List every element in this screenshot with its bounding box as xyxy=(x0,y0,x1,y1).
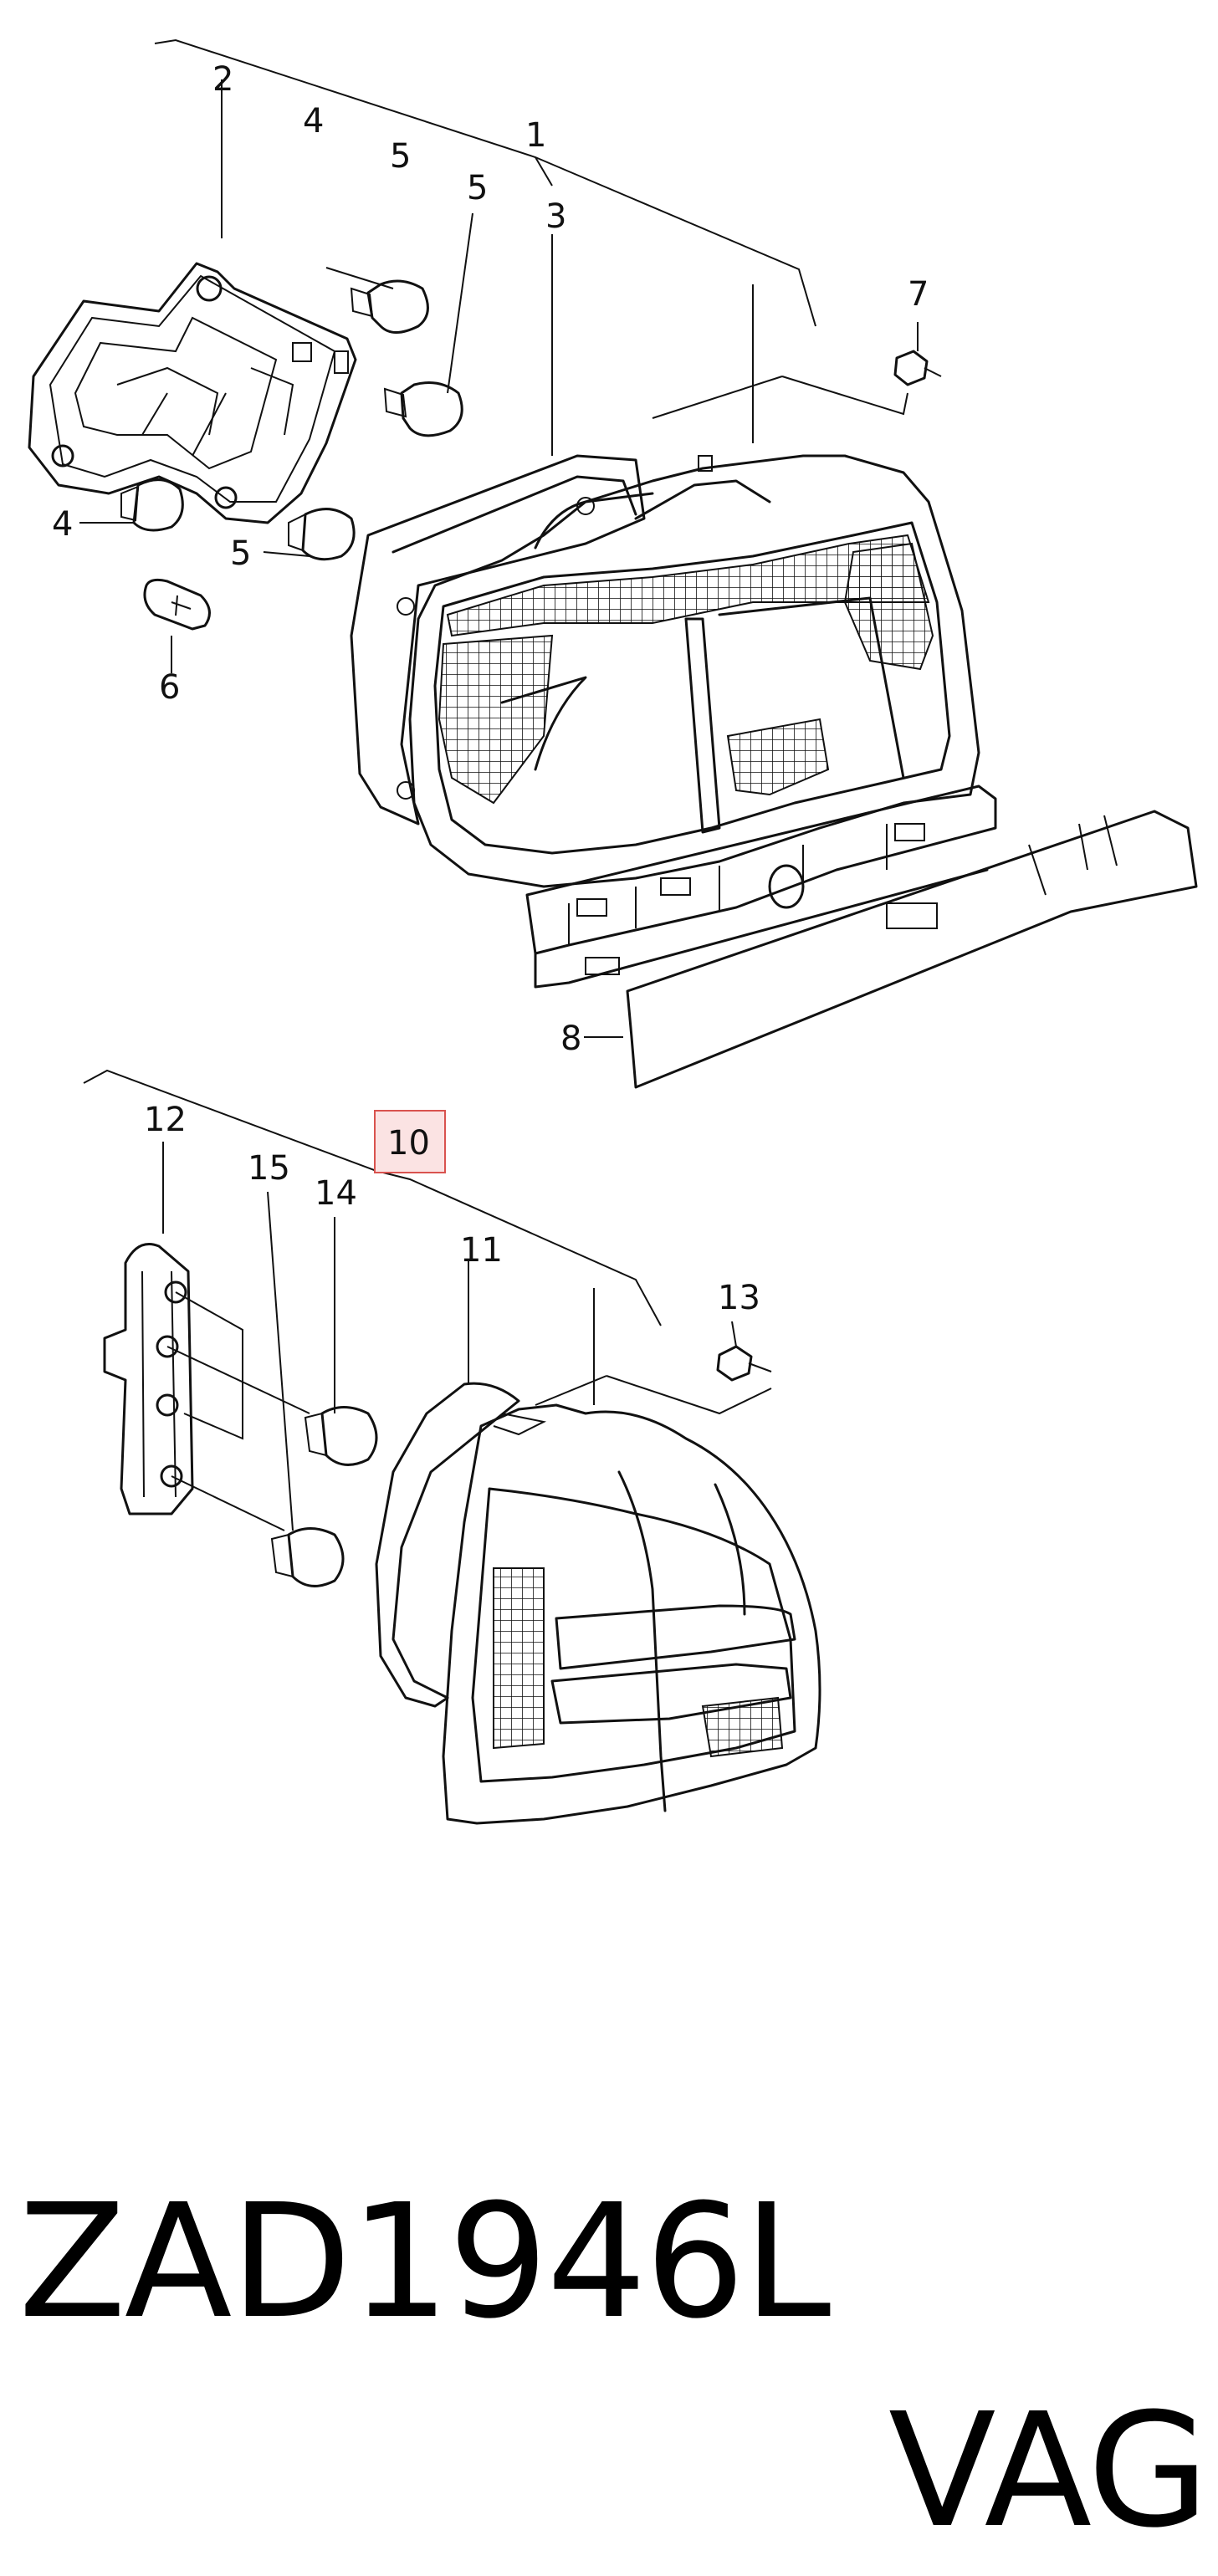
gasket-11 xyxy=(375,1382,520,1708)
lower-assembly: 12 15 14 10 11 13 xyxy=(83,1069,821,1825)
upper-callouts: 2 4 5 5 1 3 7 4 5 6 8 xyxy=(52,60,929,1058)
callout-14: 14 xyxy=(315,1174,357,1213)
callout-5-left: 5 xyxy=(390,137,411,176)
callout-4-bottom: 4 xyxy=(52,505,73,544)
part-caption: ZAD1946L VAG xyxy=(0,1949,1218,2563)
callout-1: 1 xyxy=(525,116,546,155)
trim-strip-8 xyxy=(626,810,1198,1089)
upper-assembly: 2 4 5 5 1 3 7 4 5 6 8 xyxy=(28,38,1198,1089)
mounting-rail xyxy=(525,785,997,989)
bulb-lower-15 xyxy=(270,1527,345,1587)
callout-12: 12 xyxy=(144,1101,187,1139)
brand-name: VAG xyxy=(888,2379,1210,2563)
callout-3: 3 xyxy=(545,197,566,236)
nut-7 xyxy=(893,350,942,386)
lower-bracket-line xyxy=(83,1069,662,1326)
bulb-lower-14 xyxy=(304,1406,378,1466)
callout-11: 11 xyxy=(460,1231,503,1270)
part-number: ZAD1946L xyxy=(18,2170,831,2354)
callout-6: 6 xyxy=(159,668,180,707)
callout-2: 2 xyxy=(212,60,233,99)
bulb-upper-6 xyxy=(143,578,211,631)
lower-callouts: 12 15 14 10 11 13 xyxy=(144,1101,760,1317)
tail-lamp-lower xyxy=(442,1403,821,1825)
bulb-upper-5a xyxy=(350,279,429,334)
callout-4-top: 4 xyxy=(303,102,324,141)
exploded-parts-diagram: 2 4 5 5 1 3 7 4 5 6 8 xyxy=(0,38,1218,2563)
callout-15: 15 xyxy=(248,1149,290,1188)
bulb-carrier-12 xyxy=(103,1243,310,1531)
callout-5-right: 5 xyxy=(467,169,488,207)
bulb-holder-plate xyxy=(28,262,357,524)
bulb-upper-5c xyxy=(288,508,356,561)
bulb-upper-5b xyxy=(383,381,463,437)
highlight-box-10 xyxy=(374,1110,446,1173)
bulb-upper-4 xyxy=(120,478,184,532)
callout-8: 8 xyxy=(560,1020,581,1058)
tail-lamp-upper xyxy=(350,454,980,888)
callout-10: 10 xyxy=(387,1124,430,1163)
nut-13 xyxy=(716,1345,772,1382)
callout-13: 13 xyxy=(718,1279,760,1317)
diagram-canvas: 2 4 5 5 1 3 7 4 5 6 8 xyxy=(28,38,1198,1825)
callout-5-bottom: 5 xyxy=(230,534,251,573)
callout-7: 7 xyxy=(908,275,929,314)
